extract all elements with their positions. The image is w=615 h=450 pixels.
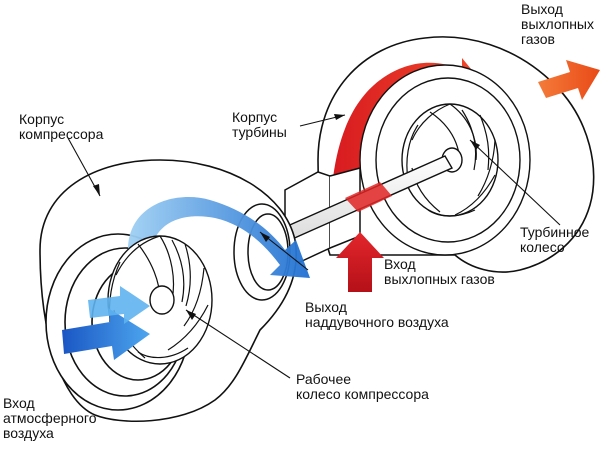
shaft-hot-gas-glow bbox=[345, 182, 392, 212]
leader-arrowheads bbox=[93, 114, 480, 320]
label-turbine-housing: Корпус турбины bbox=[232, 109, 287, 140]
label-compressor-housing: Корпус компрессора bbox=[19, 111, 104, 142]
label-turbine-wheel: Турбинное колесо bbox=[520, 224, 590, 255]
leader-turbine-wheel bbox=[469, 139, 561, 226]
turbine-volute-hot-gas-flow bbox=[330, 58, 480, 228]
exhaust-inlet-arrow bbox=[336, 232, 384, 292]
exhaust-outlet-arrow bbox=[538, 60, 600, 100]
leader-compressor-wheel bbox=[185, 309, 291, 379]
label-exhaust-inlet: Вход выхлопных газов bbox=[384, 256, 495, 287]
label-boost-air-outlet: Выход наддувочного воздуха bbox=[305, 299, 449, 330]
air-inlet-arrow-upper bbox=[88, 286, 150, 324]
compressor-boost-air-flow bbox=[128, 197, 310, 278]
label-atmospheric-air-inlet: Вход атмосферного воздуха bbox=[3, 395, 97, 441]
label-exhaust-outlet: Выход выхлопных газов bbox=[521, 1, 594, 47]
label-compressor-wheel: Рабочее колесо компрессора bbox=[296, 371, 429, 402]
